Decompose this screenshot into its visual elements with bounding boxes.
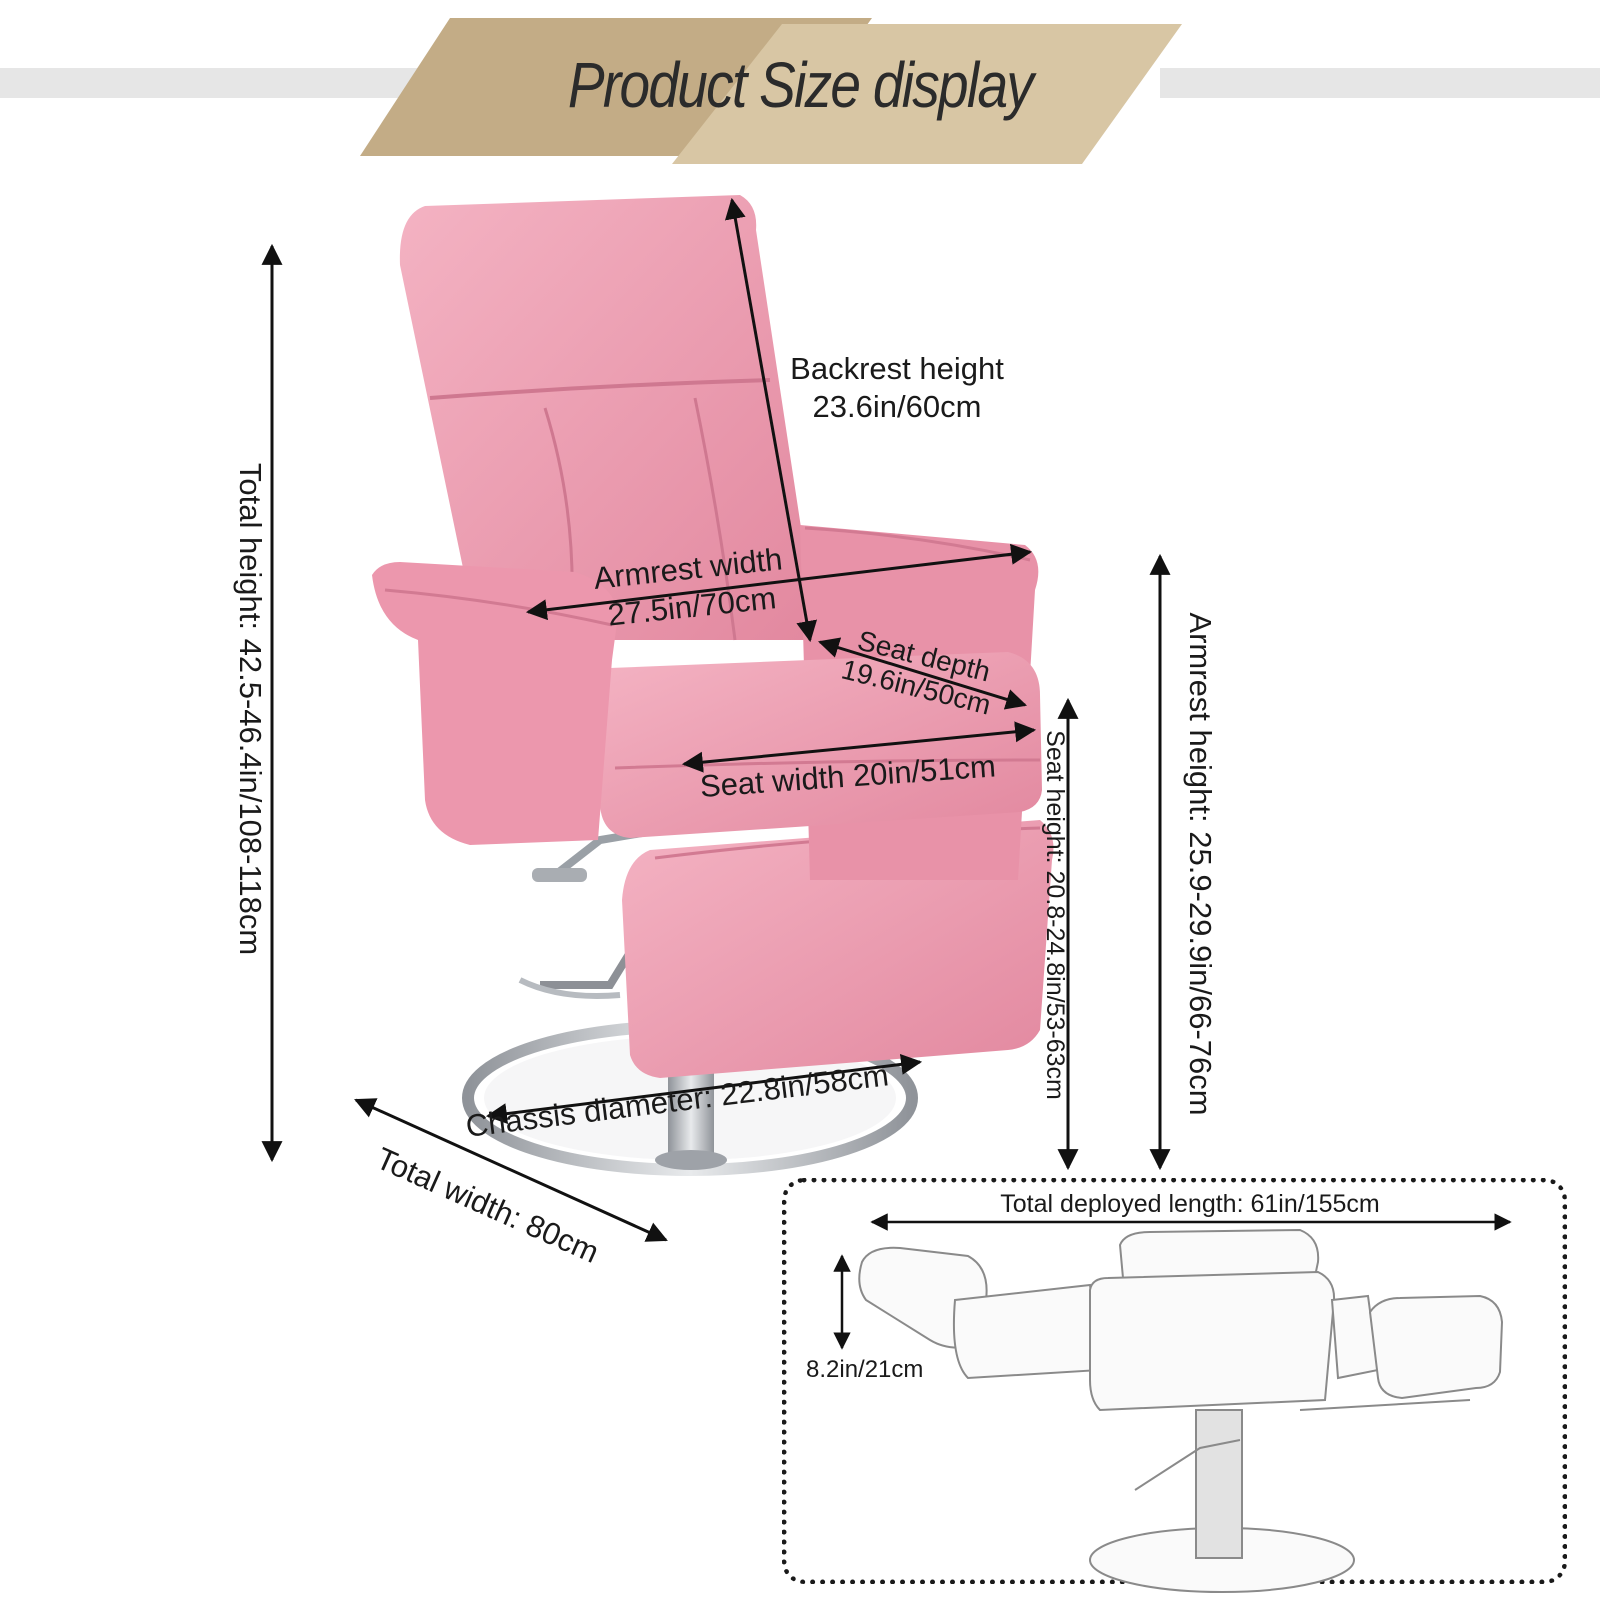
banner-band-left: [0, 68, 440, 98]
seat-depth-arrow: [817, 637, 1028, 710]
armrest-width-arrow: [525, 543, 1033, 621]
banner-band-right: [1160, 68, 1600, 98]
deployed-thickness-label: 8.2in/21cm: [806, 1356, 924, 1383]
reclined-chair-sketch: [858, 1228, 1504, 1593]
banner-parallelogram-light: [672, 24, 1182, 164]
chair-armrest-left: [372, 562, 618, 845]
backrest-height-label: Backrest height 23.6in/60cm: [790, 351, 1004, 424]
chair-backrest: [399, 195, 818, 640]
total-width-arrow: [354, 1098, 668, 1242]
banner-title: Product Size display: [567, 49, 1034, 121]
deployed-length-label: Total deployed length: 61in/155cm: [1000, 1190, 1380, 1218]
chair-footrest: [622, 820, 1054, 1078]
seat-width-arrow: [681, 721, 1037, 773]
